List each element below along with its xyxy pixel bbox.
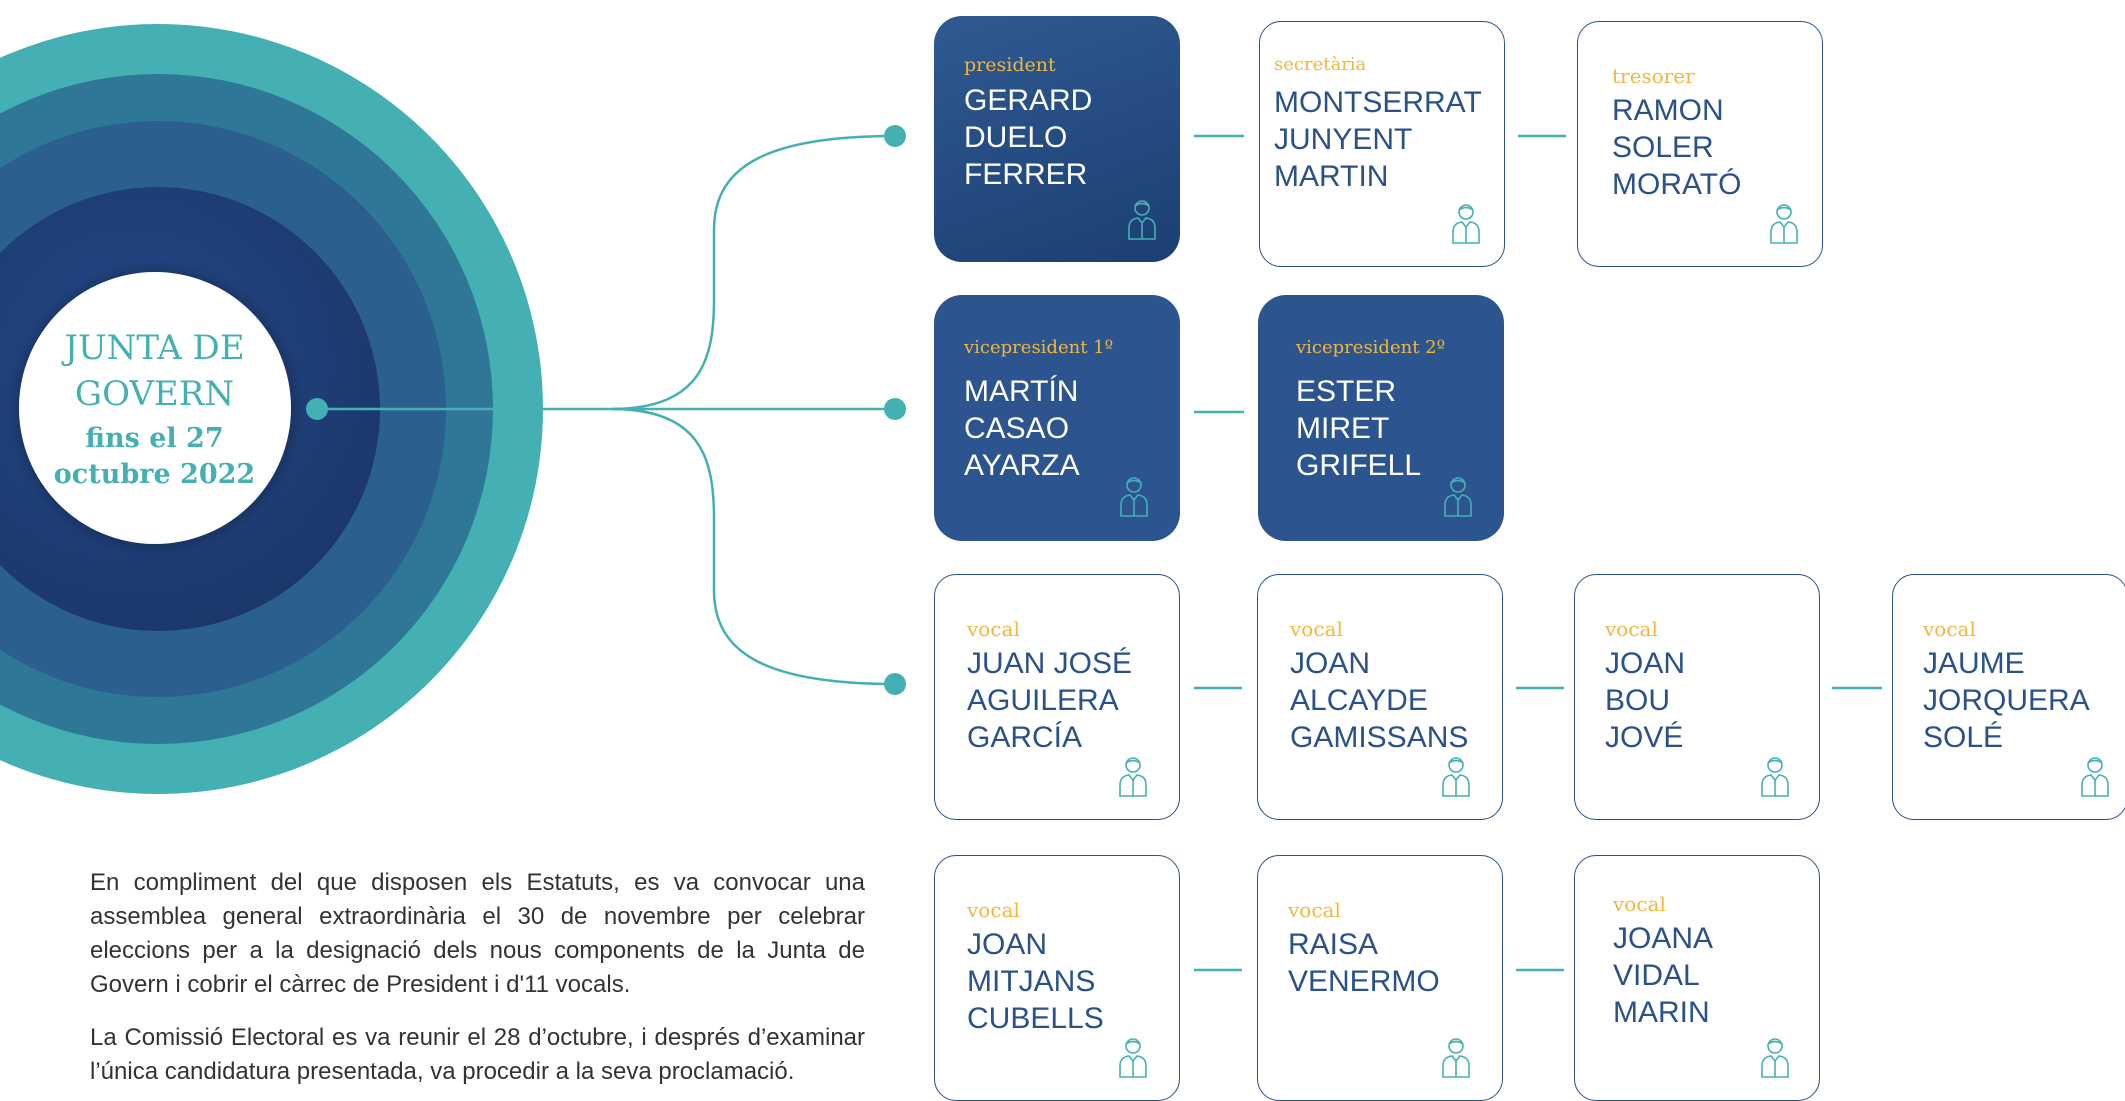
role-label: secretària <box>1274 54 1367 75</box>
member-name: JOAN BOU JOVÉ <box>1605 647 1686 754</box>
dot-bottom <box>884 673 906 695</box>
card-vocal-3: vocal JOAN BOU JOVÉ <box>1574 574 1820 820</box>
dot-top <box>884 125 906 147</box>
member-name: GERARD DUELO FERRER <box>964 84 1093 191</box>
card-vocal-1: vocal JUAN JOSÉ AGUILERA GARCÍA <box>934 574 1180 820</box>
center-title: JUNTA DE GOVERN <box>64 328 245 414</box>
member-name: JOAN ALCAYDE GAMISSANS <box>1290 647 1469 754</box>
role-label: vocal <box>1290 617 1343 641</box>
commission-paragraph: La Comissió Electoral es va reunir el 28… <box>90 1024 865 1085</box>
card-vocal-7: vocal JOANA VIDAL MARIN <box>1574 855 1820 1101</box>
card-vicepresident-2: vicepresident 2º ESTER MIRET GRIFELL <box>1258 295 1504 541</box>
member-name: ESTER MIRET GRIFELL <box>1296 375 1422 482</box>
person-icon <box>1444 477 1472 517</box>
role-label: tresorer <box>1612 64 1695 88</box>
person-icon <box>1442 757 1470 797</box>
card-vocal-4: vocal JAUME JORQUERA SOLÉ <box>1892 574 2125 820</box>
role-label: vocal <box>1288 898 1341 922</box>
role-label: vicepresident 1º <box>964 337 1114 358</box>
branch-bottom <box>611 407 896 686</box>
card-secretaria: secretària MONTSERRAT JUNYENT MARTIN <box>1259 21 1505 267</box>
center-title-block: JUNTA DE GOVERN fins el 27 octubre 2022 <box>42 325 267 493</box>
role-label: vocal <box>967 617 1020 641</box>
card-vicepresident-1: vicepresident 1º MARTÍN CASAO AYARZA <box>934 295 1180 541</box>
branch-top <box>611 134 896 411</box>
card-vocal-6: vocal RAISA VENERMO <box>1257 855 1503 1101</box>
center-subtitle: fins el 27 octubre 2022 <box>53 423 256 490</box>
member-name: MARTÍN CASAO AYARZA <box>964 375 1080 482</box>
person-icon <box>1119 1038 1147 1078</box>
role-label: vicepresident 2º <box>1296 337 1446 358</box>
member-name: JOAN MITJANS CUBELLS <box>967 928 1104 1035</box>
intro-paragraph: En compliment del que disposen els Estat… <box>90 869 865 998</box>
person-icon <box>1442 1038 1470 1078</box>
member-name: RAISA VENERMO <box>1288 928 1440 998</box>
person-icon <box>1452 204 1480 244</box>
role-label: president <box>964 54 1056 76</box>
member-name: JUAN JOSÉ AGUILERA GARCÍA <box>967 647 1133 754</box>
person-icon <box>1128 200 1156 240</box>
person-icon <box>2081 757 2109 797</box>
member-name: RAMON SOLER MORATÓ <box>1612 94 1742 201</box>
dot-middle <box>884 398 906 420</box>
card-tresorer: tresorer RAMON SOLER MORATÓ <box>1577 21 1823 267</box>
role-label: vocal <box>967 898 1020 922</box>
person-icon <box>1770 204 1798 244</box>
member-name: JAUME JORQUERA SOLÉ <box>1923 647 2090 754</box>
role-label: vocal <box>1923 617 1976 641</box>
card-vocal-2: vocal JOAN ALCAYDE GAMISSANS <box>1257 574 1503 820</box>
role-label: vocal <box>1613 892 1666 916</box>
person-icon <box>1120 477 1148 517</box>
person-icon <box>1761 1038 1789 1078</box>
role-label: vocal <box>1605 617 1658 641</box>
card-vocal-5: vocal JOAN MITJANS CUBELLS <box>934 855 1180 1101</box>
card-president: president GERARD DUELO FERRER <box>934 16 1180 262</box>
member-name: JOANA VIDAL MARIN <box>1613 922 1714 1029</box>
member-name: MONTSERRAT JUNYENT MARTIN <box>1274 86 1482 193</box>
person-icon <box>1761 757 1789 797</box>
concentric-circles <box>0 24 543 794</box>
center-disc <box>19 272 291 544</box>
person-icon <box>1119 757 1147 797</box>
